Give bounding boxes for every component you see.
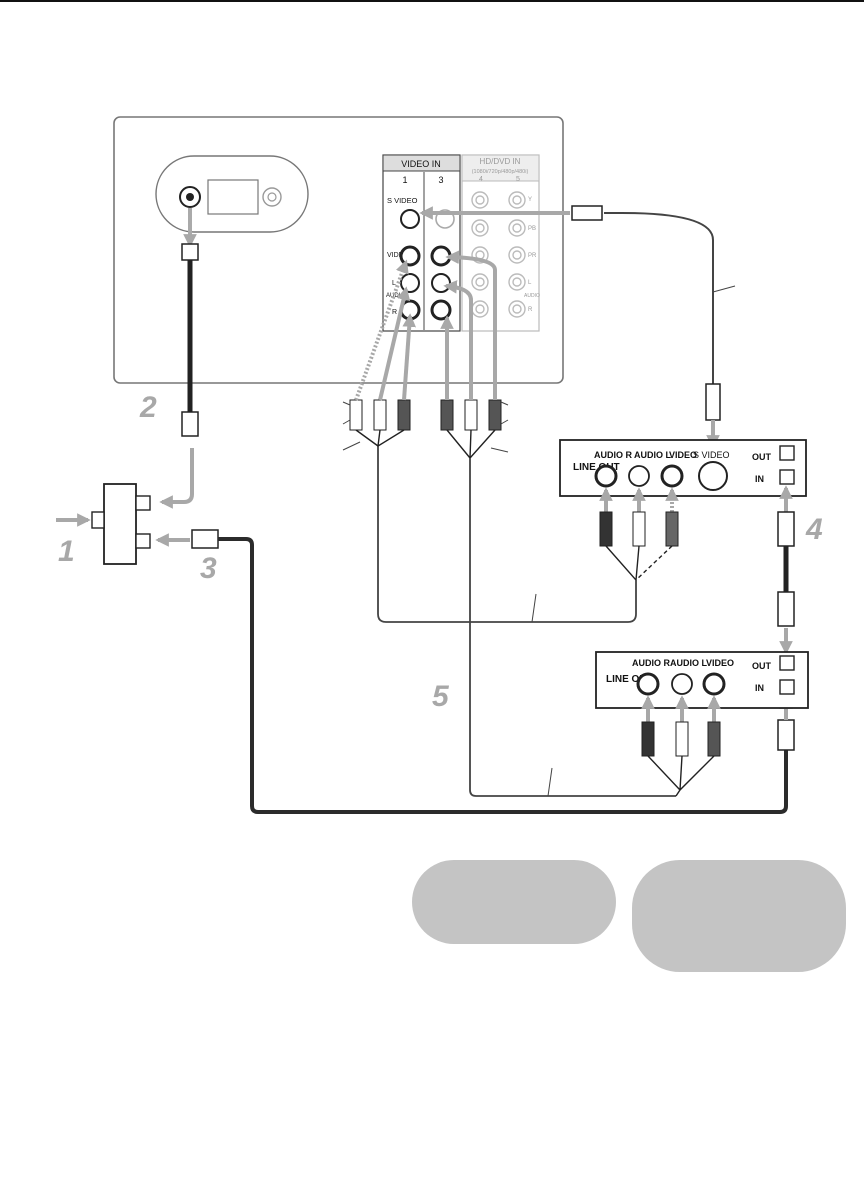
tv-plug-group-input1 [342,259,417,451]
step-2-label: 2 [139,391,157,424]
lower-device: LINE OUT AUDIO R AUDIO L VIDEO OUT IN [595,651,809,709]
hd-dvd-in-title: HD/DVD IN [480,157,521,166]
input-1-label: 1 [402,175,407,185]
upper-device: LINE OUT AUDIO R AUDIO L VIDEO S VIDEO O… [559,439,807,497]
upper-out-label: OUT [752,452,772,462]
upper-audio-l-label: AUDIO L [634,450,672,460]
hd-audio-label: AUDIO [524,293,540,299]
audio-label: AUDIO [386,293,405,299]
audio-l-label: L [392,280,396,287]
video-in-title: VIDEO IN [401,159,441,169]
lower-out-label: OUT [752,661,772,671]
tv-plug-group-input3 [440,250,676,797]
step-5-label: 5 [432,680,450,713]
video-label: VIDEO [387,252,409,259]
upper-s-video-label: S VIDEO [693,450,730,460]
lower-audio-l-label: AUDIO L [670,658,708,668]
step-1-label: 1 [58,535,75,568]
pb-label: PB [528,226,536,232]
upper-line-out-label: LINE OUT [573,462,620,473]
hd-r-label: R [528,307,533,313]
video-in-block: VIDEO IN 1 3 S VIDEO VIDEO L AUDIO R [382,154,461,332]
y-label: Y [528,197,532,203]
input-3-label: 3 [438,175,443,185]
antenna-input-plate [155,155,309,233]
upper-video-label: VIDEO [669,450,697,460]
callout-right [632,860,846,972]
lower-av-cable [641,695,721,797]
upper-in-label: IN [755,474,764,484]
s-video-cable [419,205,736,449]
lower-line-out-label: LINE OUT [606,674,653,685]
input-4-label: 4 [479,176,483,183]
upper-av-cable [377,446,679,623]
tv-rear-panel [113,116,564,384]
s-video-label: S VIDEO [387,196,418,205]
audio-r-label: R [392,309,397,316]
top-rule [0,0,864,2]
antenna-cable-device-link [777,485,795,655]
step-4-label: 4 [805,513,823,546]
step-3-label: 3 [200,552,217,585]
hd-l-label: L [528,280,532,286]
pr-label: PR [528,253,537,259]
hd-formats-label: (1080i/720p/480p/480i) [472,169,529,175]
lower-in-label: IN [755,683,764,693]
input-5-label: 5 [516,176,520,183]
lower-audio-r-label: AUDIO R [632,658,671,668]
antenna-splitter [56,483,151,565]
callout-left [412,860,616,944]
upper-audio-r-label: AUDIO R [594,450,633,460]
antenna-cable-tv [159,208,199,509]
hd-dvd-in-block: HD/DVD IN (1080i/720p/480p/480i) 4 5 Y P… [461,154,540,332]
lower-video-label: VIDEO [706,658,734,668]
